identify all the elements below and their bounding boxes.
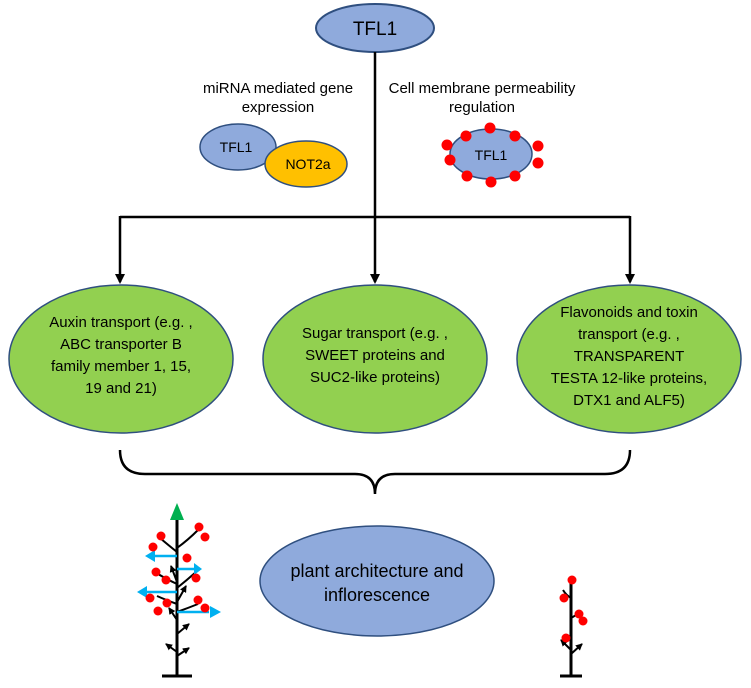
outcome-line1: plant architecture and — [290, 561, 463, 581]
mirna-not2a-label: NOT2a — [285, 156, 330, 172]
auxin-line4: 19 and 21) — [85, 380, 157, 397]
flavonoid-line4: TESTA 12-like proteins, — [551, 370, 707, 387]
auxin-line3: family member 1, 15, — [51, 358, 191, 375]
mirna-tfl1-label: TFL1 — [220, 139, 253, 155]
flavonoid-line5: DTX1 and ALF5) — [573, 392, 685, 409]
outcome-node: plant architecture and inflorescence — [259, 525, 495, 637]
membrane-mechanism: Cell membrane permeability regulation TF… — [389, 80, 576, 188]
auxin-line2: ABC transporter B — [60, 336, 182, 353]
flavonoid-line3: TRANSPARENT — [574, 348, 685, 365]
sugar-transport-node: Sugar transport (e.g. , SWEET proteins a… — [262, 284, 488, 434]
small-plant-icon — [559, 575, 588, 678]
flavonoid-line2: transport (e.g. , — [578, 326, 680, 343]
mirna-mechanism: miRNA mediated gene expression TFL1 NOT2… — [199, 80, 353, 188]
mirna-label-line1: miRNA mediated gene — [203, 80, 353, 97]
membrane-label-line2: regulation — [449, 99, 515, 116]
membrane-tfl1-label: TFL1 — [475, 147, 508, 163]
sugar-line2: SWEET proteins and — [305, 347, 445, 364]
tall-branched-plant-icon — [137, 503, 221, 678]
mirna-label-line2: expression — [242, 99, 315, 116]
membrane-label-line1: Cell membrane permeability — [389, 80, 576, 97]
flavonoid-line1: Flavonoids and toxin — [560, 304, 698, 321]
tfl1-top-node: TFL1 — [315, 3, 435, 53]
membrane-red-dots — [441, 122, 544, 188]
sugar-line3: SUC2-like proteins) — [310, 369, 440, 386]
flavonoid-transport-node: Flavonoids and toxin transport (e.g. , T… — [516, 284, 742, 434]
tfl1-top-label: TFL1 — [353, 19, 397, 40]
auxin-transport-node: Auxin transport (e.g. , ABC transporter … — [8, 284, 234, 434]
auxin-line1: Auxin transport (e.g. , — [49, 314, 192, 331]
merge-brace — [118, 449, 632, 495]
outcome-line2: inflorescence — [324, 585, 430, 605]
sugar-line1: Sugar transport (e.g. , — [302, 325, 448, 342]
